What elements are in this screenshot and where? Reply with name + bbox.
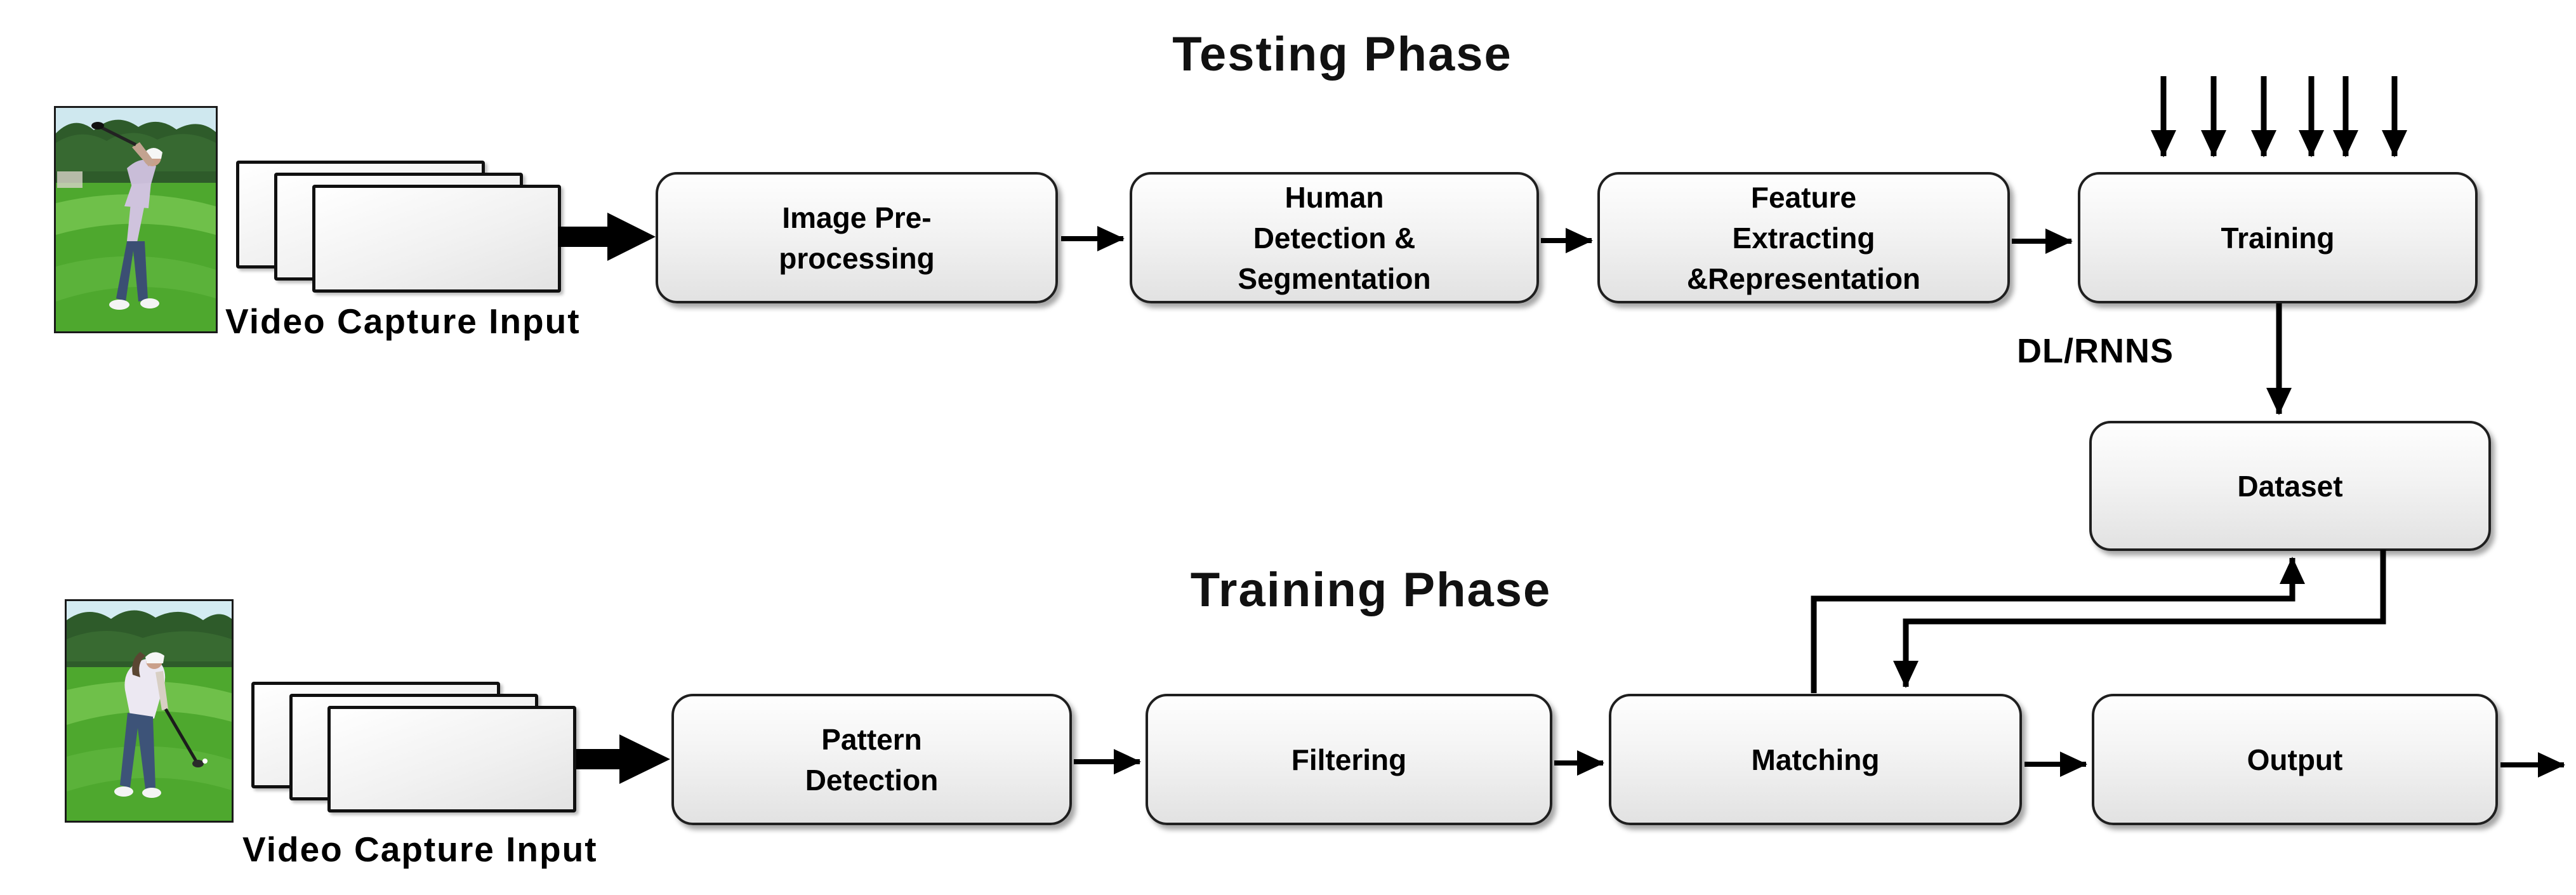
box-label: Output: [2247, 743, 2343, 776]
box-output: Output: [2092, 694, 2498, 825]
dl-rnns-label: DL/RNNS: [2017, 332, 2174, 370]
connector-matching-to-dataset: [1811, 557, 2305, 693]
thick-input-arrow-training: [576, 734, 670, 784]
video-capture-input-label-training: Video Capture Input: [242, 830, 598, 869]
box-matching: Matching: [1609, 694, 2022, 825]
box-label: Image Pre- processing: [779, 201, 935, 275]
box-feature-extracting-representation: Feature Extracting &Representation: [1597, 172, 2010, 303]
box-label: Training: [2221, 221, 2335, 255]
box-label: Pattern Detection: [805, 722, 939, 797]
box-label: Feature Extracting &Representation: [1686, 180, 1921, 295]
video-frame: [327, 706, 576, 812]
golf-address-photo-art: [67, 601, 232, 821]
box-label: Dataset: [2237, 469, 2343, 503]
video-frame: [312, 185, 561, 293]
golf-address-photo-training: [65, 599, 234, 823]
box-label: Matching: [1751, 743, 1880, 776]
box-dataset: Dataset: [2089, 421, 2491, 551]
training-input-arrows: [2151, 76, 2407, 157]
training-phase-title: Training Phase: [1190, 563, 1552, 617]
thick-input-arrow-testing: [558, 213, 656, 261]
box-label: Human Detection & Segmentation: [1238, 180, 1431, 295]
box-image-preprocessing: Image Pre- processing: [656, 172, 1058, 303]
video-capture-input-label-testing: Video Capture Input: [225, 302, 581, 341]
golf-swing-photo-art: [56, 108, 216, 331]
connector-dataset-to-matching: [1893, 550, 2386, 688]
box-pattern-detection: Pattern Detection: [671, 694, 1072, 825]
box-human-detection-segmentation: Human Detection & Segmentation: [1130, 172, 1539, 303]
box-training: Training: [2078, 172, 2478, 303]
box-filtering: Filtering: [1146, 694, 1552, 825]
golf-swing-photo-testing: [54, 106, 218, 333]
testing-phase-title: Testing Phase: [1172, 27, 1512, 81]
box-label: Filtering: [1291, 743, 1407, 776]
